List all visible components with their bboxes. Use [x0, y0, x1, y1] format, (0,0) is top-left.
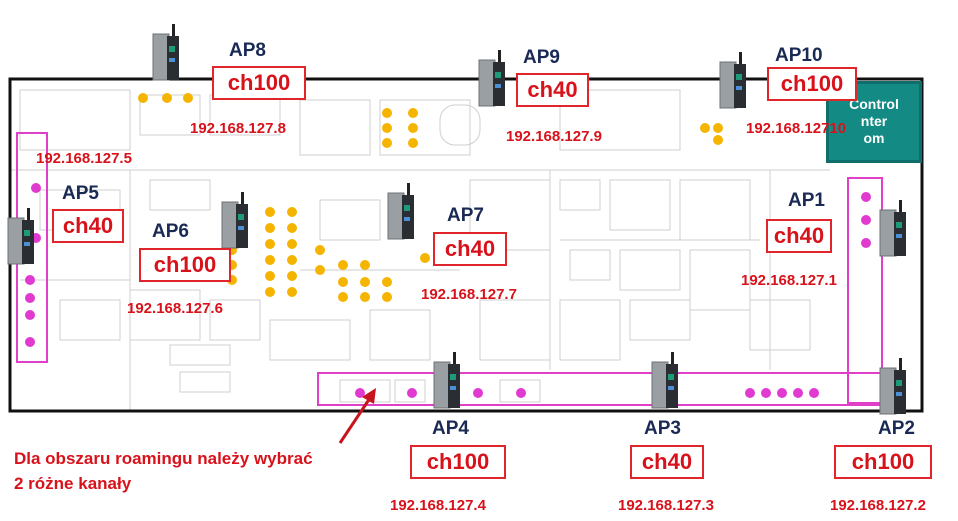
ap6-ip: 192.168.127.6 [127, 300, 223, 317]
roaming-note: Dla obszaru roamingu należy wybrać 2 róż… [14, 446, 394, 496]
roaming-note-line-2: 2 różne kanały [14, 474, 132, 493]
ap10-channel: ch100 [767, 67, 857, 101]
ap8-device-icon [151, 24, 181, 87]
ap1-device-icon [878, 200, 908, 263]
ap5-device-icon [6, 208, 36, 271]
ap9-ip: 192.168.127.9 [506, 128, 602, 145]
ap2-label: AP2 [878, 418, 915, 439]
ap1-label: AP1 [788, 190, 825, 211]
ap4-ip: 192.168.127.4 [390, 497, 486, 514]
control-room-line-1: Control [849, 96, 899, 112]
ap7-label: AP7 [447, 205, 484, 226]
ap2-device-icon [878, 358, 908, 421]
control-room: Control nter om [826, 81, 922, 163]
ap5-channel: ch40 [52, 209, 124, 243]
floor-plan-background [10, 89, 830, 410]
control-room-line-3: om [863, 130, 885, 146]
ap2-ip: 192.168.127.2 [830, 497, 926, 514]
ap4-device-icon [432, 352, 462, 415]
control-room-line-2: nter [860, 113, 888, 129]
ap6-channel: ch100 [139, 248, 231, 282]
ap10-ip: 192.168.12710 [746, 120, 847, 137]
ap5-label: AP5 [62, 183, 99, 204]
ap7-ip: 192.168.127.7 [421, 286, 517, 303]
ap9-channel: ch40 [516, 73, 589, 107]
ap10-label: AP10 [775, 45, 823, 66]
ap4-channel: ch100 [410, 445, 506, 479]
ap8-ip: 192.168.127.8 [190, 120, 286, 137]
ap7-channel: ch40 [433, 232, 507, 266]
ap1-ip: 192.168.127.1 [741, 272, 837, 289]
ap8-label: AP8 [229, 40, 266, 61]
roaming-zone-right [847, 177, 883, 404]
ap3-device-icon [650, 352, 680, 415]
ap5-ip: 192.168.127.5 [36, 150, 132, 167]
ap3-ip: 192.168.127.3 [618, 497, 714, 514]
roaming-note-line-1: Dla obszaru roamingu należy wybrać [14, 449, 313, 468]
ap3-label: AP3 [644, 418, 681, 439]
ap6-label: AP6 [152, 221, 189, 242]
ap2-channel: ch100 [834, 445, 932, 479]
ap9-label: AP9 [523, 47, 560, 68]
ap10-device-icon [718, 52, 748, 115]
ap1-channel: ch40 [766, 219, 832, 253]
ap3-channel: ch40 [630, 445, 704, 479]
ap6-device-icon [220, 192, 250, 255]
annotation-arrow [338, 388, 376, 444]
ap9-device-icon [477, 50, 507, 113]
ap8-channel: ch100 [212, 66, 306, 100]
ap4-label: AP4 [432, 418, 469, 439]
ap7-device-icon [386, 183, 416, 246]
